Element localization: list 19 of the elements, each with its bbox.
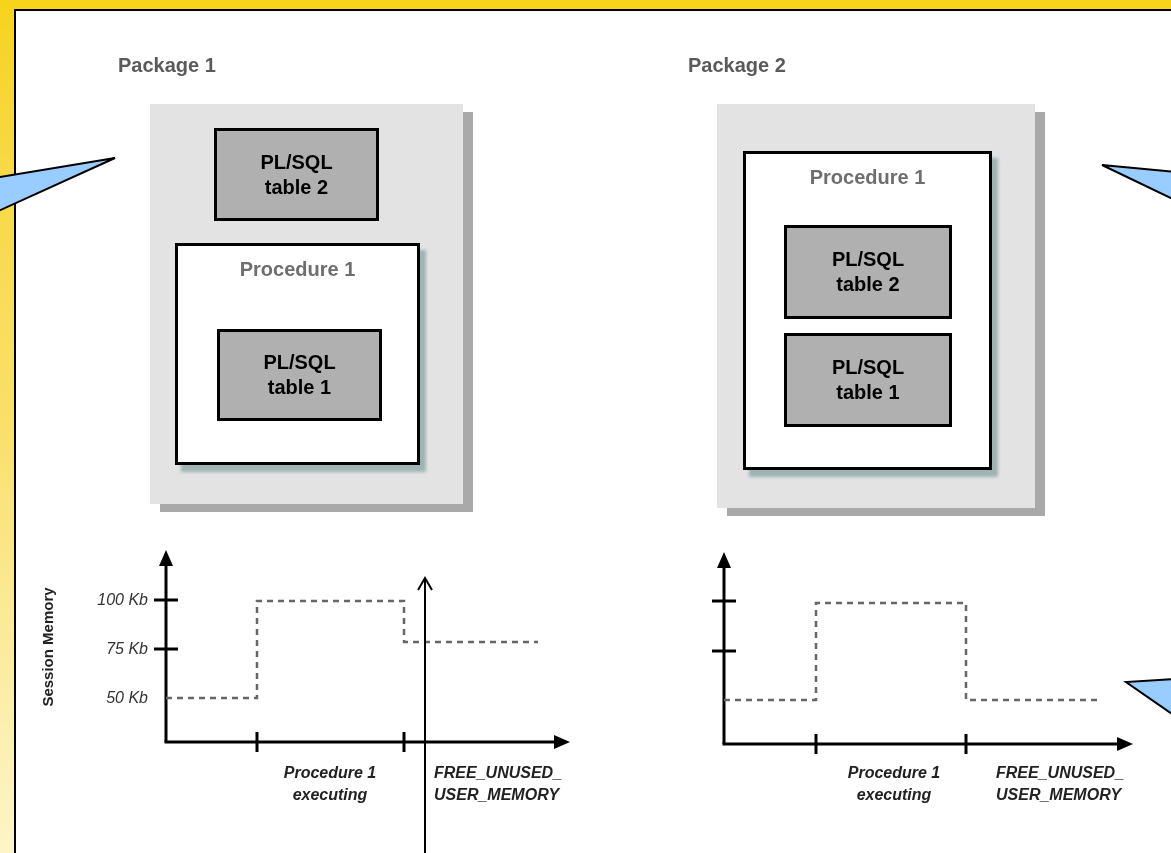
table-box: PL/SQL table 2 <box>214 128 379 221</box>
procedure-heading: Procedure 1 <box>808 165 927 190</box>
tick-label: 50 Kb <box>105 688 148 708</box>
axis-category-label: FREE_UNUSED_ USER_MEMORY <box>996 763 1126 805</box>
callout-tail <box>1101 164 1171 202</box>
axis-category-label: Procedure 1 executing <box>282 763 378 805</box>
axis-category-label: Procedure 1 executing <box>846 763 942 805</box>
tick-label: 100 Kb <box>96 590 148 610</box>
package-heading: Package 2 <box>688 53 786 78</box>
table-box: PL/SQL table 2 <box>784 225 952 319</box>
table-box: PL/SQL table 1 <box>217 329 382 421</box>
procedure-heading: Procedure 1 <box>238 257 357 282</box>
table-box: PL/SQL table 1 <box>784 333 952 427</box>
axis-title: Session Memory <box>37 586 57 709</box>
package-heading: Package 1 <box>118 53 216 78</box>
procedure-box <box>743 151 992 470</box>
procedure-box <box>175 243 420 465</box>
axis-category-label: FREE_UNUSED_ USER_MEMORY <box>434 763 564 805</box>
tick-label: 75 Kb <box>105 639 148 659</box>
